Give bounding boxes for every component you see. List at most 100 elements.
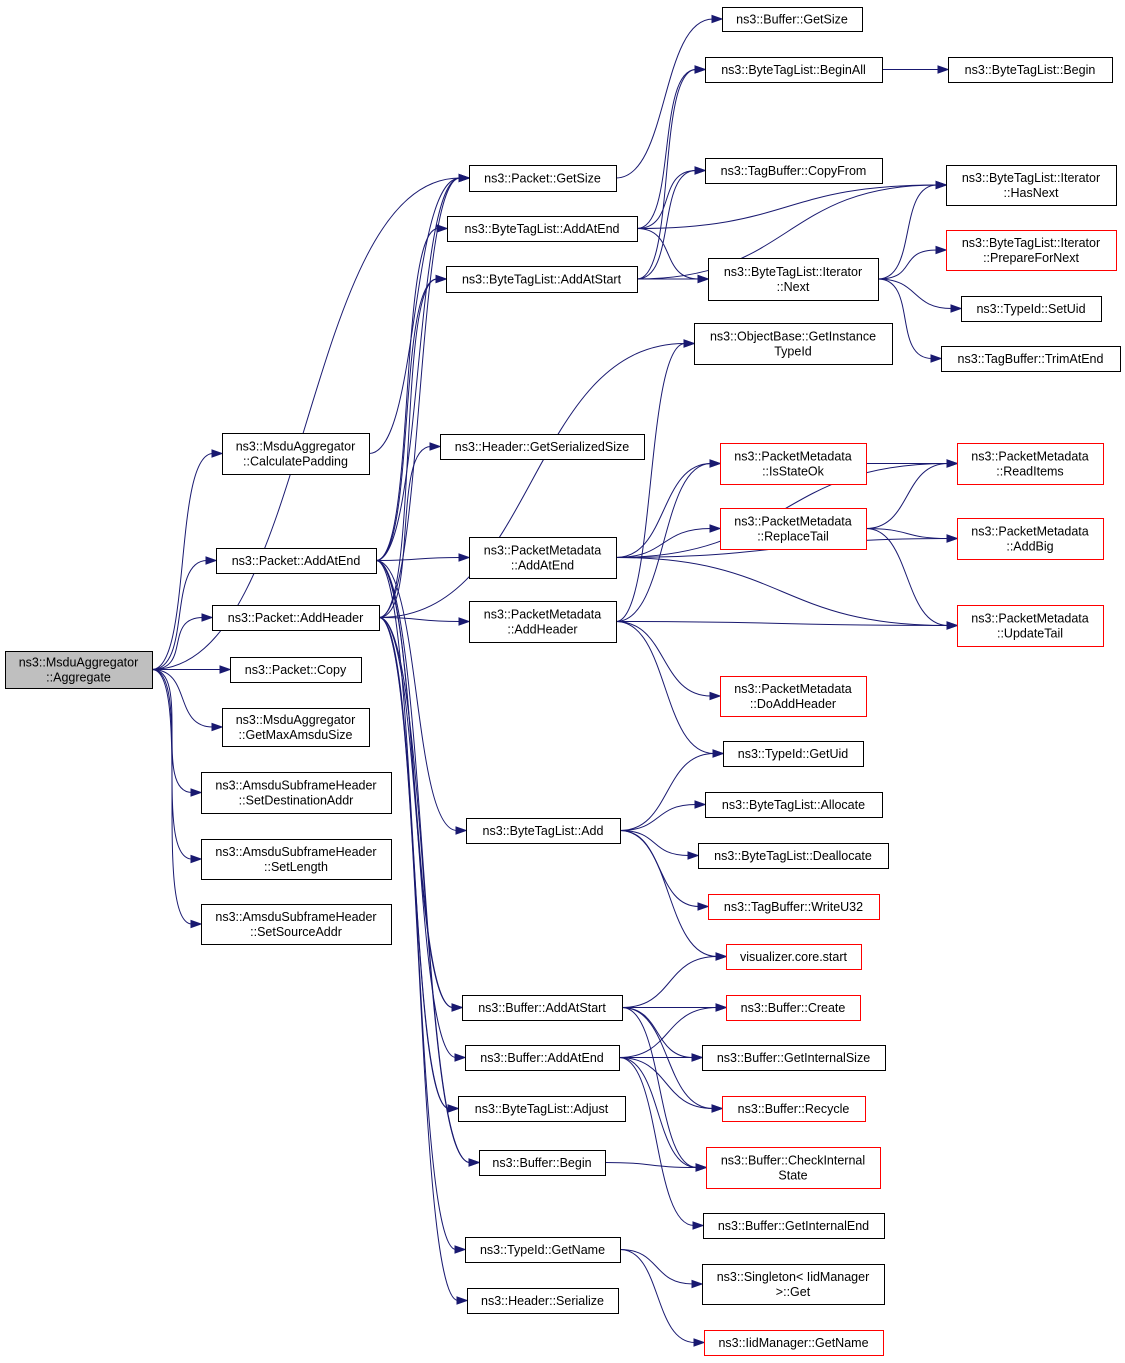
node-label: ::HasNext xyxy=(1004,186,1059,200)
node-hdrSerialize[interactable]: ns3::Header::Serialize xyxy=(467,1288,619,1314)
node-label: ns3::Buffer::Recycle xyxy=(738,1102,850,1116)
node-pktAddHeader[interactable]: ns3::Packet::AddHeader xyxy=(212,605,380,631)
edge-line xyxy=(378,617,459,1301)
node-box xyxy=(706,1147,881,1189)
node-pmDoAddHeader[interactable]: ns3::PacketMetadata::DoAddHeader xyxy=(720,676,867,717)
arrowhead xyxy=(715,1003,728,1012)
node-hdrGetSerSize[interactable]: ns3::Header::GetSerializedSize xyxy=(440,434,645,460)
arrowhead xyxy=(691,1279,704,1289)
edge-line xyxy=(375,278,438,561)
edge-line xyxy=(378,617,454,1008)
node-label: visualizer.core.start xyxy=(740,950,848,964)
node-label: ns3::MsduAggregator xyxy=(236,440,356,454)
node-bufAddAtEnd[interactable]: ns3::Buffer::AddAtEnd xyxy=(465,1045,620,1071)
node-vizStart[interactable]: visualizer.core.start xyxy=(726,944,862,970)
node-label: ns3::PacketMetadata xyxy=(484,544,601,558)
arrowhead xyxy=(694,65,707,74)
node-box xyxy=(446,266,638,293)
node-bufRecycle[interactable]: ns3::Buffer::Recycle xyxy=(722,1096,866,1122)
edge-line xyxy=(619,753,715,831)
node-box xyxy=(201,839,392,880)
node-calcPadding[interactable]: ns3::MsduAggregator::CalculatePadding xyxy=(222,433,370,475)
arrowhead xyxy=(935,245,948,255)
node-pktGetSize[interactable]: ns3::Packet::GetSize xyxy=(469,165,617,192)
node-btlAdd[interactable]: ns3::ByteTagList::Add xyxy=(466,818,621,844)
node-btlAddAtEnd[interactable]: ns3::ByteTagList::AddAtEnd xyxy=(447,216,638,242)
edge-pktAddHeader-to-pmAddHeader xyxy=(378,617,471,626)
node-getMaxAmsdu[interactable]: ns3::MsduAggregator::GetMaxAmsduSize xyxy=(222,708,370,747)
edge-line xyxy=(615,343,686,622)
node-pktAddAtEnd[interactable]: ns3::Packet::AddAtEnd xyxy=(216,548,377,574)
arrowhead xyxy=(687,851,700,860)
node-setDest[interactable]: ns3::AmsduSubframeHeader::SetDestination… xyxy=(201,772,392,814)
node-pmAddAtEnd[interactable]: ns3::PacketMetadata::AddAtEnd xyxy=(469,537,617,579)
node-pktCopy[interactable]: ns3::Packet::Copy xyxy=(230,657,362,683)
node-pmAddHeader[interactable]: ns3::PacketMetadata::AddHeader xyxy=(469,601,617,643)
node-pmIsStateOk[interactable]: ns3::PacketMetadata::IsStateOk xyxy=(720,443,867,485)
node-tbWriteU32[interactable]: ns3::TagBuffer::WriteU32 xyxy=(708,894,880,920)
edge-pktAddAtEnd-to-btlAddAtEnd xyxy=(375,224,449,561)
edge-pktAddHeader-to-hdrGetSerSize xyxy=(378,442,442,618)
node-bufCreate[interactable]: ns3::Buffer::Create xyxy=(726,995,861,1021)
edge-pktAddHeader-to-btlAddAtStart xyxy=(378,274,448,618)
node-label: ::AddHeader xyxy=(507,623,577,637)
node-tbCopyFrom[interactable]: ns3::TagBuffer::CopyFrom xyxy=(705,158,883,184)
node-box xyxy=(726,944,862,970)
edge-line xyxy=(619,804,697,831)
node-bufAddAtStart[interactable]: ns3::Buffer::AddAtStart xyxy=(462,995,623,1021)
node-btlAddAtStart[interactable]: ns3::ByteTagList::AddAtStart xyxy=(446,266,638,293)
node-pmReadItems[interactable]: ns3::PacketMetadata::ReadItems xyxy=(957,443,1104,485)
node-tidGetName[interactable]: ns3::TypeId::GetName xyxy=(465,1237,621,1263)
node-label: ns3::TagBuffer::WriteU32 xyxy=(724,900,863,914)
node-pmAddBig[interactable]: ns3::PacketMetadata::AddBig xyxy=(957,518,1104,560)
node-box xyxy=(957,518,1104,560)
node-label: ::SetDestinationAddr xyxy=(239,794,354,808)
node-btlBegin[interactable]: ns3::ByteTagList::Begin xyxy=(948,57,1113,83)
node-setLength[interactable]: ns3::AmsduSubframeHeader::SetLength xyxy=(201,839,392,880)
node-tidGetUid[interactable]: ns3::TypeId::GetUid xyxy=(723,741,864,767)
edge-line xyxy=(621,956,718,1008)
node-iidGetName[interactable]: ns3::IidManager::GetName xyxy=(704,1330,884,1356)
edge-btlAddAtEnd-to-btliHasNext xyxy=(636,180,948,229)
node-tidSetUid[interactable]: ns3::TypeId::SetUid xyxy=(961,296,1102,322)
node-box xyxy=(704,1330,884,1356)
edge-line xyxy=(619,830,690,856)
node-bufBegin[interactable]: ns3::Buffer::Begin xyxy=(479,1150,606,1176)
edge-line xyxy=(618,1057,695,1226)
edge-bufAddAtStart-to-bufCheckInt xyxy=(621,1007,708,1172)
node-btliHasNext[interactable]: ns3::ByteTagList::Iterator::HasNext xyxy=(946,165,1117,206)
node-btliNext[interactable]: ns3::ByteTagList::Iterator::Next xyxy=(708,258,879,301)
edge-bufAddAtEnd-to-bufGetIntSize xyxy=(619,1053,704,1062)
node-btlAdjust[interactable]: ns3::ByteTagList::Adjust xyxy=(458,1096,626,1122)
edge-line xyxy=(151,560,208,670)
node-label: ::SetSourceAddr xyxy=(250,925,342,939)
node-label: ns3::ByteTagList::BeginAll xyxy=(721,63,866,77)
node-tbTrimAtEnd[interactable]: ns3::TagBuffer::TrimAtEnd xyxy=(941,346,1121,372)
edge-line xyxy=(865,463,949,529)
arrowhead xyxy=(190,854,203,864)
edge-btlAddAtEnd-to-tbCopyFrom xyxy=(636,166,707,229)
edge-aggregate-to-setDest xyxy=(151,669,203,797)
arrowhead xyxy=(946,459,959,468)
node-label: ns3::ByteTagList::Add xyxy=(483,824,604,838)
node-btlAllocate[interactable]: ns3::ByteTagList::Allocate xyxy=(705,792,883,818)
node-btliPrepNext[interactable]: ns3::ByteTagList::Iterator::PrepareForNe… xyxy=(946,230,1117,271)
node-bufGetSize[interactable]: ns3::Buffer::GetSize xyxy=(722,7,863,32)
node-setSource[interactable]: ns3::AmsduSubframeHeader::SetSourceAddr xyxy=(201,904,392,945)
node-box xyxy=(230,657,362,683)
node-singletonGet[interactable]: ns3::Singleton< IidManager>::Get xyxy=(702,1264,885,1305)
edge-line xyxy=(619,830,718,957)
node-bufGetIntSize[interactable]: ns3::Buffer::GetInternalSize xyxy=(702,1045,886,1071)
node-bufGetIntEnd[interactable]: ns3::Buffer::GetInternalEnd xyxy=(703,1213,885,1239)
node-label: ns3::IidManager::GetName xyxy=(718,1336,868,1350)
node-btlBeginAll[interactable]: ns3::ByteTagList::BeginAll xyxy=(705,57,883,83)
node-pmReplaceTail[interactable]: ns3::PacketMetadata::ReplaceTail xyxy=(720,508,867,550)
edge-pmAddHeader-to-obGetInst xyxy=(615,339,696,622)
node-pmUpdateTail[interactable]: ns3::PacketMetadata::UpdateTail xyxy=(957,605,1104,647)
node-btlDeallocate[interactable]: ns3::ByteTagList::Deallocate xyxy=(698,843,889,869)
node-label: ns3::TagBuffer::TrimAtEnd xyxy=(958,352,1104,366)
arrowhead xyxy=(691,1053,704,1062)
